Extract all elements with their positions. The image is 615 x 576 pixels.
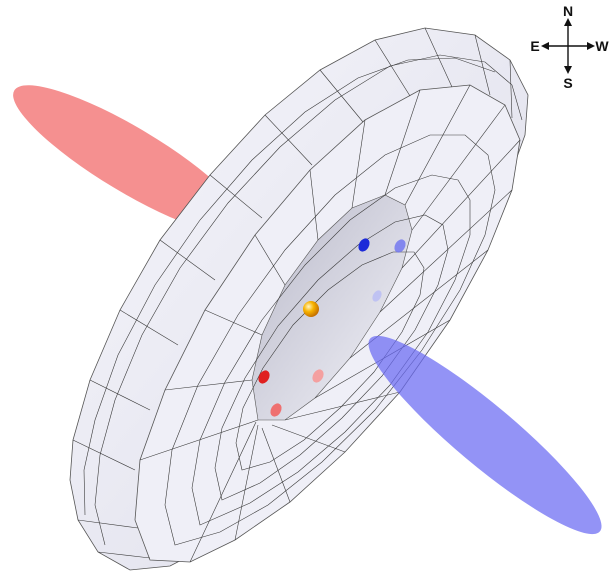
arrow-left-icon <box>541 42 549 50</box>
arrow-down-icon <box>564 66 572 74</box>
blue-cloud <box>358 238 370 252</box>
red-cloud <box>270 403 282 417</box>
red-jet-cone <box>13 85 247 235</box>
compass-west-label: W <box>595 38 609 54</box>
compass-rose <box>541 18 595 74</box>
arrow-right-icon <box>587 42 595 50</box>
torus <box>69 27 529 571</box>
compass-north-label: N <box>563 3 573 19</box>
red-cloud <box>258 370 270 384</box>
red-cloud <box>312 369 324 383</box>
compass-south-label: S <box>563 75 572 91</box>
compass-east-label: E <box>530 38 539 54</box>
blue-jet-cone <box>368 335 602 535</box>
blue-cloud <box>372 290 382 302</box>
central-source-sphere <box>303 301 319 317</box>
blue-cloud <box>394 239 406 253</box>
arrow-up-icon <box>564 18 572 26</box>
